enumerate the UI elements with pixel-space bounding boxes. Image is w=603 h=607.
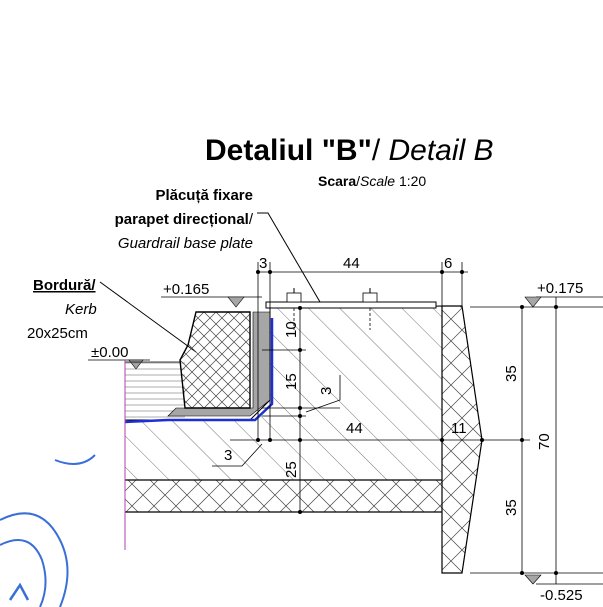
scale-en: Scale: [360, 173, 395, 189]
detail-title: Detaliul "B"/ Detail B: [205, 134, 494, 167]
plate-label-line2: parapet direcțional/: [115, 211, 254, 228]
dim-left-3: 3: [224, 447, 232, 464]
kerb-leader: [99, 281, 197, 353]
scale-label: Scara/Scale 1:20: [318, 173, 426, 189]
bolt-right: [362, 288, 378, 330]
elev-bottom: -0.525: [540, 587, 583, 604]
title-main: Detaliul "B": [205, 134, 372, 167]
elev-kerb-marker: [227, 296, 245, 308]
lower-slab: [124, 479, 443, 513]
kerb-label-ro: Bordură/: [33, 277, 96, 294]
scale-value: 1:20: [395, 173, 426, 189]
dim-right-35-bot: 35: [503, 499, 520, 516]
plate-label-sep: /: [249, 211, 254, 228]
base-plate: [265, 301, 437, 309]
stamp-fragment: [0, 454, 96, 607]
elev-slab-marker: [524, 296, 542, 308]
right-dim-dots: [520, 305, 558, 575]
dim-top-gap: 3: [259, 255, 267, 272]
elev-bottom-marker: [524, 574, 542, 585]
dim-v-25: 25: [283, 461, 300, 478]
dim-mid-44: 44: [346, 420, 363, 437]
edge-beam: [441, 305, 483, 574]
dim-top-edge: 6: [444, 255, 452, 272]
dim-left-3-leader: [212, 443, 263, 467]
bolt-left: [286, 288, 302, 330]
dim-dots: [256, 270, 484, 514]
scale-sep: /: [356, 173, 360, 189]
dim-v-15: 15: [283, 373, 300, 390]
elev-kerb-top: +0.165: [163, 281, 209, 298]
dim-top-span: 44: [343, 255, 360, 272]
dim-v-3-leader: [305, 375, 341, 413]
dim-v-10: 10: [283, 321, 300, 338]
kerb-label-size: 20x25cm: [27, 325, 88, 342]
elev-slab-top: +0.175: [537, 280, 583, 297]
kerb-label-en: Kerb: [65, 301, 97, 318]
elev-datum: ±0.00: [91, 344, 128, 361]
plate-label-line1: Plăcuță fixare: [155, 187, 253, 204]
kerb-stone: [179, 311, 251, 409]
dim-mid-11: 11: [451, 420, 467, 437]
plate-label-english: Guardrail base plate: [118, 235, 253, 252]
title-english: Detail B: [388, 134, 493, 167]
plate-label-ro: parapet direcțional: [115, 211, 249, 228]
dim-v-3: 3: [318, 387, 335, 395]
scale-ro: Scara: [318, 173, 356, 189]
dim-right-70: 70: [536, 433, 553, 450]
top-dimension-chain: [257, 262, 468, 440]
dim-right-35-top: 35: [503, 365, 520, 382]
waterproof-membrane: [124, 318, 274, 424]
title-separator: /: [372, 134, 389, 167]
